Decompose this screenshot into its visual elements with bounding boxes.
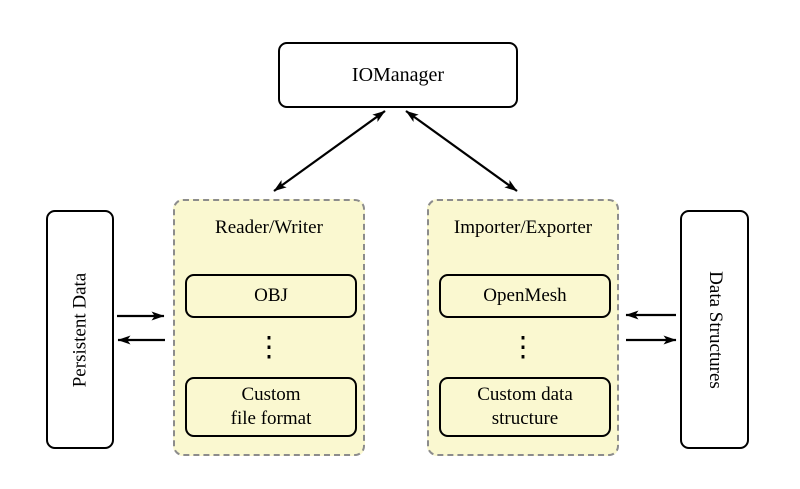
node-obj-label: OBJ	[254, 285, 288, 307]
node-data-structures: Data Structures	[680, 210, 749, 449]
node-openmesh-label: OpenMesh	[483, 285, 567, 307]
arrow-iomanager-reader-writer	[273, 110, 386, 192]
node-persistent-data: Persistent Data	[46, 210, 114, 449]
node-custom-data-structure-line1: Custom data	[477, 384, 573, 406]
node-custom-file-format-line2: file format	[230, 408, 312, 429]
arrow-iomanager-importer-exporter	[405, 110, 518, 192]
group-importer-exporter-title: Importer/Exporter	[453, 217, 593, 238]
node-obj: OBJ	[185, 274, 357, 318]
node-custom-data-structure: Custom data structure	[439, 377, 611, 437]
vertical-dots-icon: ⋮	[255, 332, 283, 363]
node-iomanager-label: IOManager	[351, 63, 445, 86]
vertical-dots-icon: ⋮	[509, 332, 537, 363]
node-openmesh: OpenMesh	[439, 274, 611, 318]
node-custom-file-format-line1: Custom	[241, 384, 301, 406]
node-custom-file-format: Custom file format	[185, 377, 357, 437]
node-persistent-data-label: Persistent Data	[69, 272, 91, 387]
node-custom-data-structure-line2: structure	[491, 408, 559, 429]
node-data-structures-label: Data Structures	[704, 270, 726, 389]
group-importer-exporter: Importer/Exporter OpenMesh ⋮ Custom data…	[427, 199, 619, 456]
group-reader-writer-title: Reader/Writer	[215, 217, 323, 238]
group-reader-writer: Reader/Writer OBJ ⋮ Custom file format	[173, 199, 365, 456]
node-iomanager: IOManager	[278, 42, 518, 108]
